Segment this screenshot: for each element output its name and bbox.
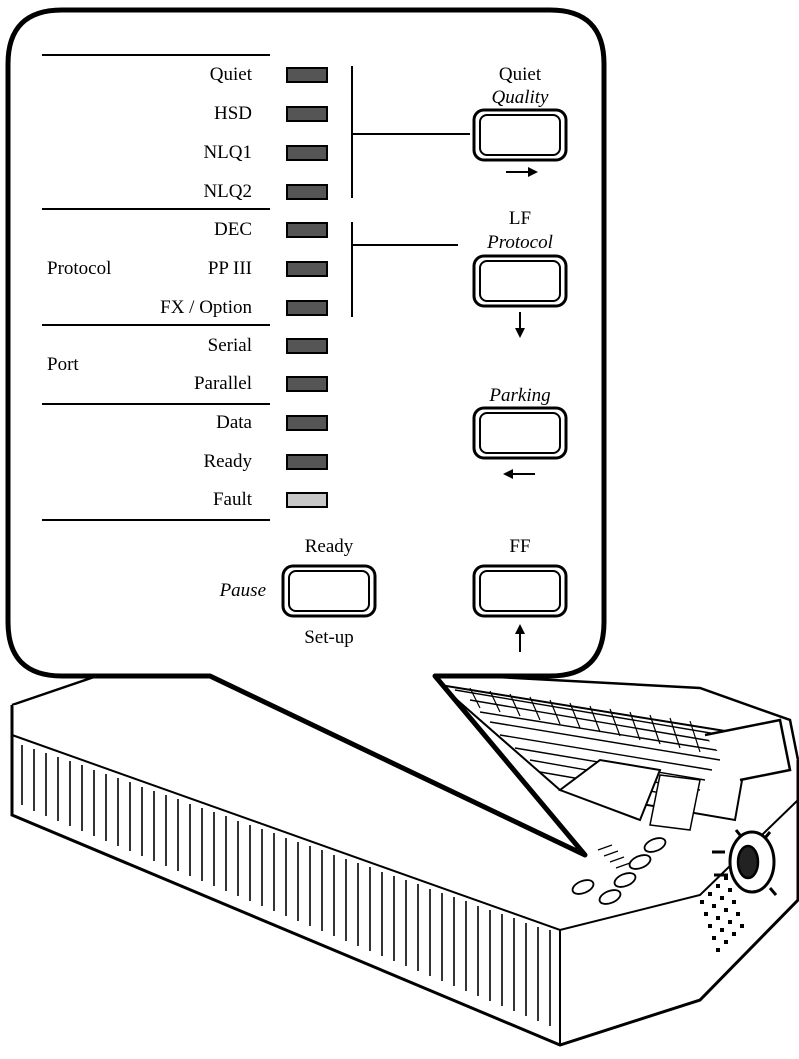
pause-button[interactable] xyxy=(281,564,377,618)
left-arrow-icon xyxy=(503,469,535,479)
right-arrow-icon xyxy=(506,167,538,177)
label-dec: DEC xyxy=(214,219,252,240)
led-fault xyxy=(286,492,328,508)
led-hsd xyxy=(286,106,328,122)
protocol-button-top-label: LF xyxy=(509,208,531,229)
group-dividers xyxy=(42,54,270,521)
label-serial: Serial xyxy=(208,335,252,356)
led-indicators xyxy=(286,67,328,508)
side-vent-grid xyxy=(700,876,744,952)
label-fault: Fault xyxy=(213,489,253,510)
label-pp3: PP III xyxy=(208,258,252,279)
led-data xyxy=(286,415,328,431)
front-vent-slats xyxy=(21,745,551,1026)
platen-knob-icon xyxy=(712,829,778,896)
printer-mini-buttons xyxy=(571,837,667,905)
protocol-heading: Protocol xyxy=(47,258,111,279)
indicator-labels: Quiet HSD NLQ1 NLQ2 DEC PP III FX / Opti… xyxy=(160,64,253,510)
quality-button-group: Quiet Quality xyxy=(472,64,568,177)
parking-button-group: Parking xyxy=(472,385,568,479)
label-nlq2: NLQ2 xyxy=(203,181,252,202)
label-nlq1: NLQ1 xyxy=(203,142,252,163)
ff-button[interactable] xyxy=(472,564,568,618)
quality-button[interactable] xyxy=(472,108,568,162)
ff-button-top-label: FF xyxy=(509,536,530,557)
label-fx-option: FX / Option xyxy=(160,297,252,318)
label-hsd: HSD xyxy=(214,103,252,124)
quality-button-top-label: Quiet xyxy=(499,64,542,85)
led-fx-option xyxy=(286,300,328,316)
led-pp3 xyxy=(286,261,328,277)
port-heading: Port xyxy=(47,354,79,375)
led-quiet xyxy=(286,67,328,83)
down-arrow-icon xyxy=(515,312,525,338)
led-nlq2 xyxy=(286,184,328,200)
parking-button-italic-label: Parking xyxy=(488,385,550,406)
up-arrow-icon xyxy=(515,624,525,652)
led-ready xyxy=(286,454,328,470)
printer-illustration xyxy=(10,673,799,1047)
label-ready: Ready xyxy=(203,451,252,472)
protocol-bracket xyxy=(351,222,458,317)
pause-button-top-label: Ready xyxy=(305,536,354,557)
protocol-button-italic-label: Protocol xyxy=(486,232,553,253)
led-serial xyxy=(286,338,328,354)
callout-balloon xyxy=(5,7,607,858)
ff-button-group: FF xyxy=(472,536,568,652)
pause-button-italic-label: Pause xyxy=(219,580,266,601)
pause-button-bottom-label: Set-up xyxy=(304,627,354,648)
led-dec xyxy=(286,222,328,238)
pause-button-group: Ready Pause Set-up xyxy=(219,536,377,648)
label-quiet: Quiet xyxy=(210,64,253,85)
protocol-button-group: LF Protocol xyxy=(472,208,568,338)
quality-bracket xyxy=(351,66,470,198)
parking-button[interactable] xyxy=(472,406,568,460)
led-nlq1 xyxy=(286,145,328,161)
led-parallel xyxy=(286,376,328,392)
protocol-button[interactable] xyxy=(472,254,568,308)
quality-button-italic-label: Quality xyxy=(492,87,550,108)
label-parallel: Parallel xyxy=(194,373,252,394)
label-data: Data xyxy=(216,412,252,433)
